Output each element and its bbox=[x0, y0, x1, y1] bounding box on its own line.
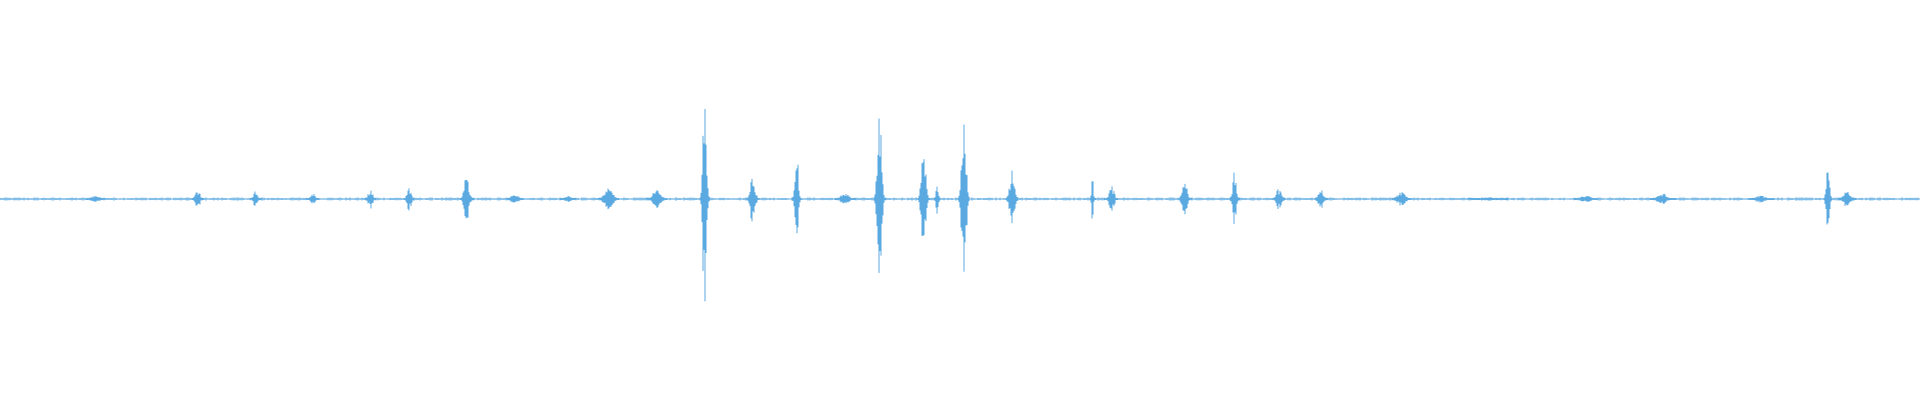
waveform-burst-22 bbox=[1177, 183, 1192, 215]
waveform-burst-8 bbox=[559, 196, 577, 202]
waveform-burst-32 bbox=[1838, 191, 1856, 206]
waveform-burst-14 bbox=[834, 194, 856, 204]
waveform-burst-2 bbox=[249, 191, 262, 206]
waveform-burst-1 bbox=[191, 192, 205, 206]
waveform-burst-4 bbox=[364, 190, 377, 209]
waveform-burst-29 bbox=[1650, 193, 1676, 204]
waveform-burst-19 bbox=[1005, 170, 1019, 224]
waveform-burst-21 bbox=[1104, 186, 1119, 211]
waveform-burst-3 bbox=[306, 194, 320, 204]
waveform-burst-28 bbox=[1573, 195, 1599, 203]
waveform-burst-23 bbox=[1229, 172, 1240, 224]
waveform-burst-26 bbox=[1391, 192, 1413, 206]
waveform-burst-10 bbox=[646, 190, 668, 208]
waveform-burst-18 bbox=[958, 124, 970, 272]
waveform-burst-16 bbox=[917, 159, 930, 236]
waveform-burst-27 bbox=[1467, 197, 1509, 201]
waveform-burst-9 bbox=[598, 188, 620, 210]
waveform-burst-20 bbox=[1089, 181, 1096, 219]
waveform-burst-17 bbox=[933, 186, 941, 214]
waveform-burst-31 bbox=[1823, 172, 1833, 225]
waveform-burst-11 bbox=[699, 109, 710, 302]
waveform-burst-7 bbox=[505, 195, 524, 203]
waveform-burst-15 bbox=[873, 118, 886, 273]
waveform-burst-12 bbox=[745, 178, 760, 222]
waveform-burst-13 bbox=[791, 164, 802, 234]
waveform-burst-6 bbox=[459, 179, 474, 219]
waveform-burst-25 bbox=[1314, 190, 1328, 208]
waveform-burst-30 bbox=[1748, 195, 1774, 203]
waveform-burst-0 bbox=[85, 196, 107, 202]
waveform-burst-24 bbox=[1271, 189, 1286, 210]
waveform-burst-5 bbox=[403, 188, 415, 211]
waveform-bursts bbox=[0, 109, 1919, 302]
